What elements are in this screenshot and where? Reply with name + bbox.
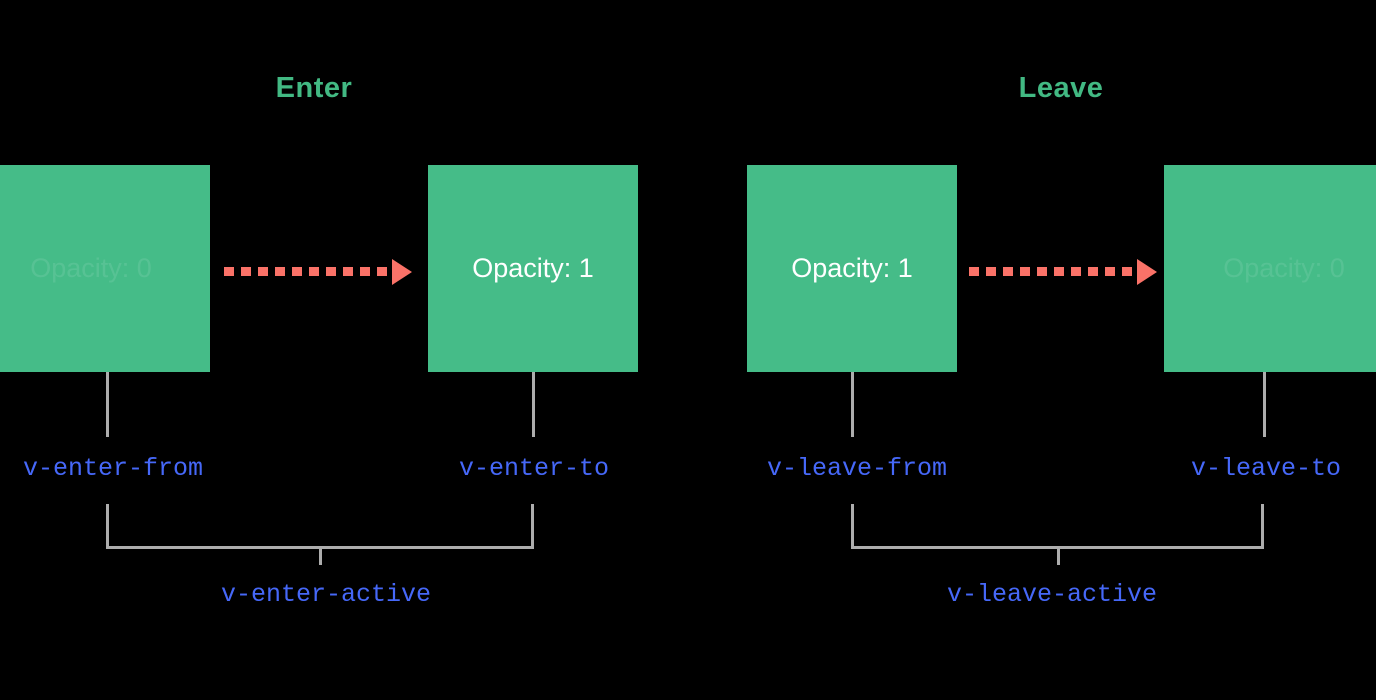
bracket-segment [106,546,534,549]
section-heading-leave: Leave [1018,72,1104,104]
connector-stem-v-enter-from [106,372,109,437]
class-name-label-v-enter-to: v-enter-to [458,454,610,483]
bracket-segment [1261,504,1264,549]
opacity-value-label: Opacity: 0 [30,253,152,283]
opacity-value-label: Opacity: 1 [472,253,594,283]
bracket-segment [851,546,1264,549]
arrow-dashed-line [224,267,393,276]
arrow-head-icon [392,258,412,285]
connector-stem-v-leave-to [1263,372,1266,437]
state-box-v-enter-from: Opacity: 0 [0,165,210,372]
section-heading-enter: Enter [275,72,353,104]
active-class-bracket-enter [106,504,534,565]
class-name-label-v-leave-from: v-leave-from [766,454,948,483]
active-class-label-enter: v-enter-active [220,580,432,609]
bracket-segment [851,504,854,549]
bracket-segment [106,504,109,549]
transition-arrow-leave [969,258,1157,285]
bracket-segment [531,504,534,549]
connector-stem-v-enter-to [532,372,535,437]
bracket-segment [319,549,322,565]
class-name-label-v-leave-to: v-leave-to [1190,454,1342,483]
connector-stem-v-leave-from [851,372,854,437]
opacity-value-label: Opacity: 0 [1223,253,1345,283]
transition-arrow-enter [224,258,412,285]
active-class-bracket-leave [851,504,1264,565]
state-box-v-enter-to: Opacity: 1 [428,165,638,372]
bracket-segment [1056,549,1060,565]
state-box-v-leave-from: Opacity: 1 [747,165,957,372]
active-class-label-leave: v-leave-active [946,580,1158,609]
state-box-v-leave-to: Opacity: 0 [1164,165,1376,372]
arrow-dashed-line [969,267,1138,276]
arrow-head-icon [1137,258,1157,285]
opacity-value-label: Opacity: 1 [791,253,913,283]
class-name-label-v-enter-from: v-enter-from [22,454,204,483]
